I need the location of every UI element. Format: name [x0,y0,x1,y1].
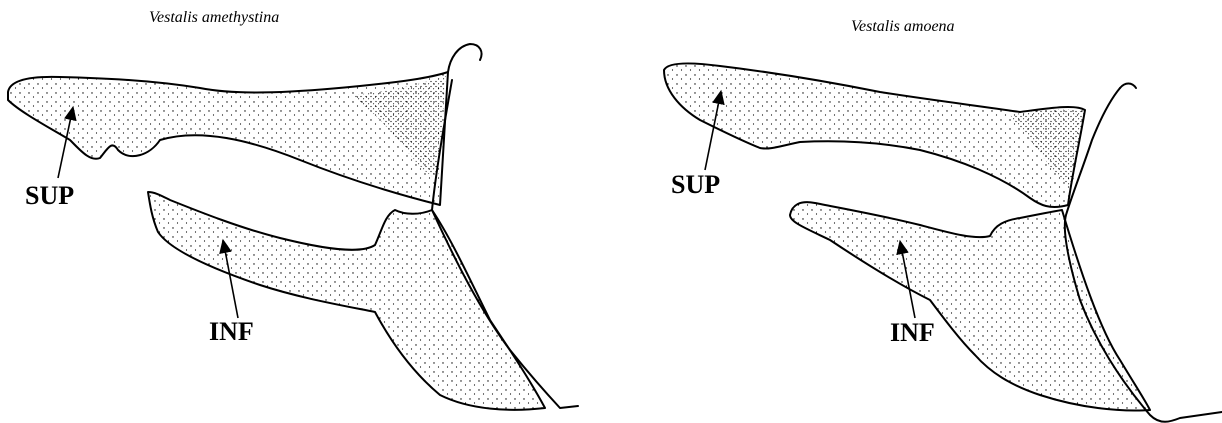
left-superior-label: SUP [25,181,74,211]
left-panel-drawing [8,44,578,410]
right-superior-label: SUP [671,170,720,200]
left-inferior-label: INF [209,317,254,347]
species-title-right: Vestalis amoena [851,18,955,36]
left-inferior-appendage [148,192,545,410]
right-panel-drawing [664,63,1222,421]
right-top-hook [1120,84,1136,89]
species-title-left: Vestalis amethystina [149,9,279,27]
right-inferior-appendage [790,202,1150,410]
left-top-lobe [448,44,482,72]
right-superior-appendage [664,63,1085,207]
right-inferior-label: INF [890,318,935,348]
